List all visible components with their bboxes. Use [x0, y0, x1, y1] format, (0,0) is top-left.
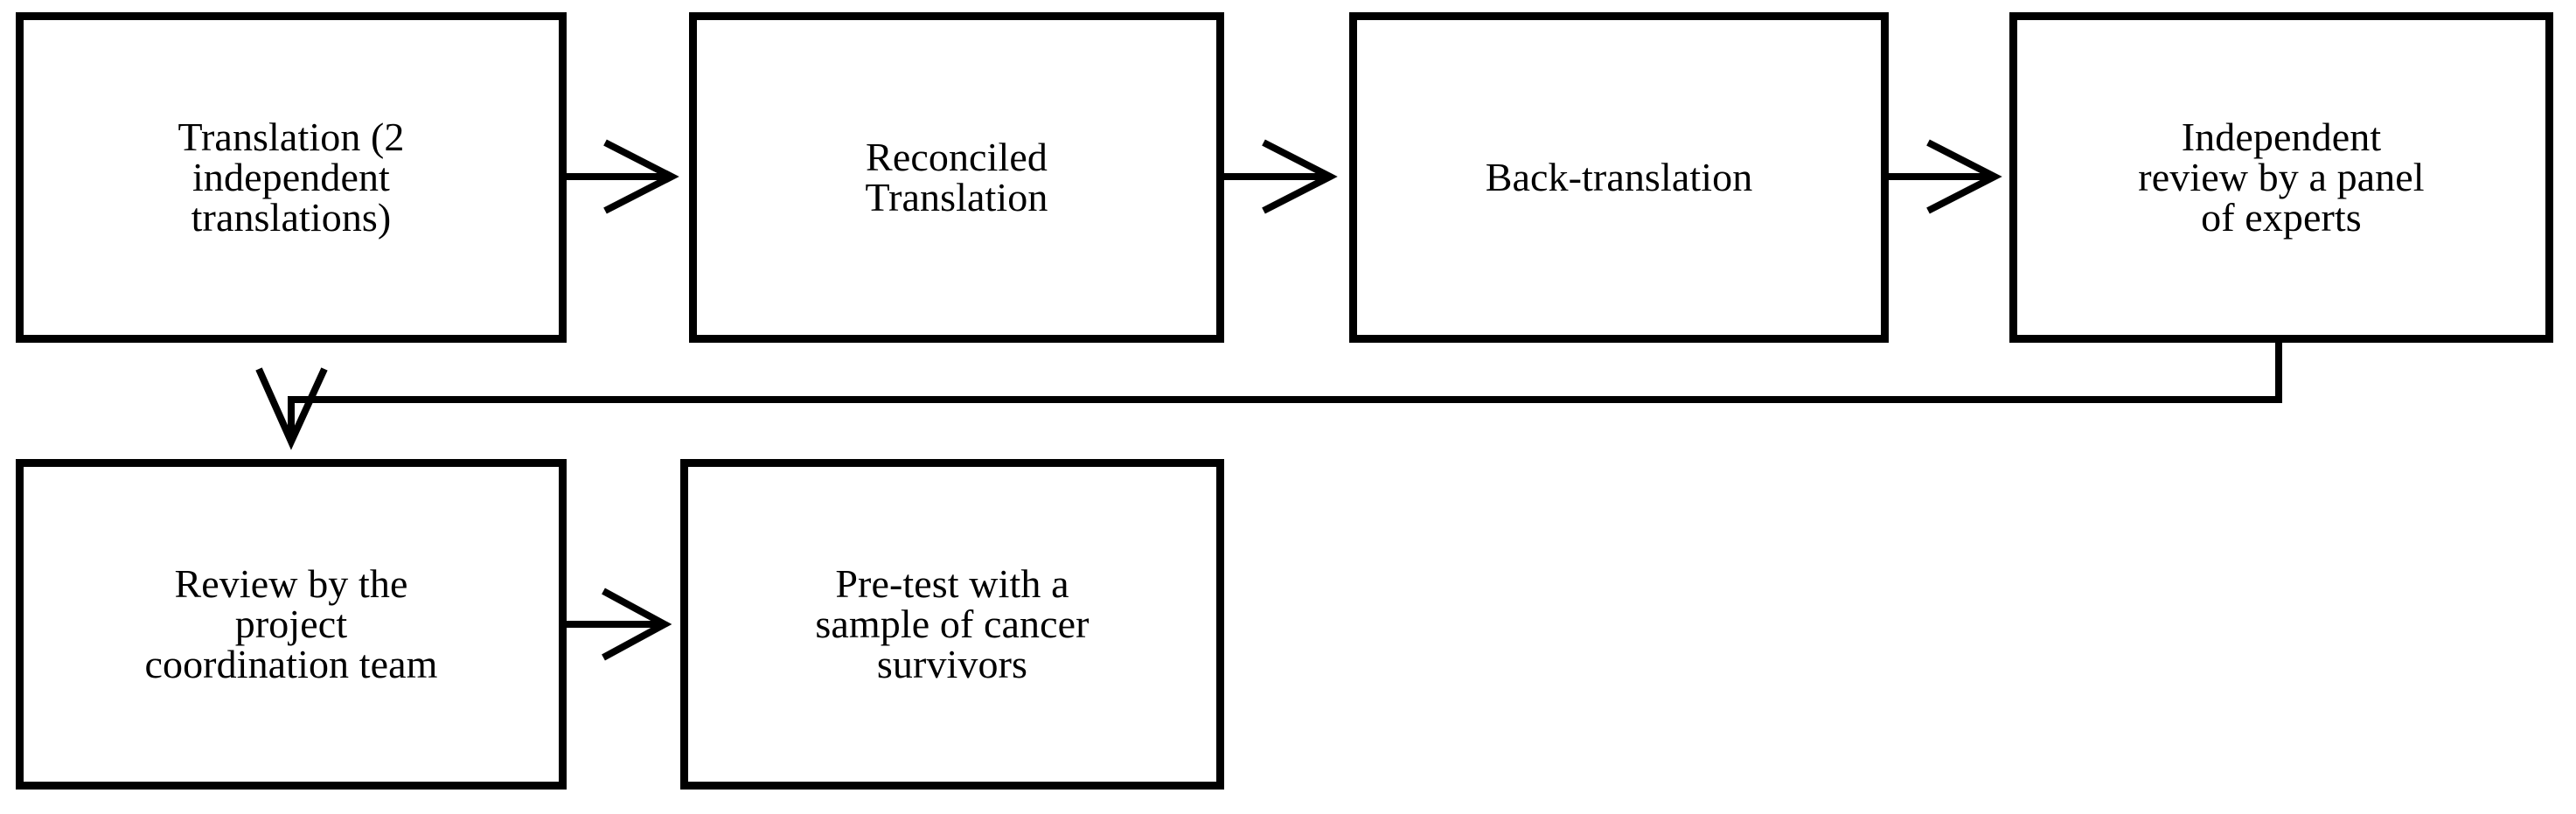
- node-independent-review-label: Independent review by a panel of experts: [2138, 115, 2425, 240]
- edge-back-translation-to-independent-review: [1889, 139, 2002, 214]
- edge-coordination-review-to-pre-test: [567, 588, 672, 661]
- node-independent-review[interactable]: Independent review by a panel of experts: [2009, 12, 2553, 343]
- node-pre-test-label: Pre-test with a sample of cancer survivo…: [815, 561, 1090, 686]
- node-project-coordination-review[interactable]: Review by the project coordination team: [16, 459, 567, 790]
- node-back-translation-label: Back-translation: [1485, 155, 1753, 199]
- edge-independent-review-to-coordination-review: [255, 343, 2282, 450]
- node-pre-test[interactable]: Pre-test with a sample of cancer survivo…: [680, 459, 1224, 790]
- edge-reconciled-to-back-translation: [1224, 139, 1338, 214]
- node-back-translation[interactable]: Back-translation: [1349, 12, 1889, 343]
- node-translation[interactable]: Translation (2 independent translations): [16, 12, 567, 343]
- node-reconciled-translation-label: Reconciled Translation: [865, 135, 1048, 219]
- edge-translation-to-reconciled: [567, 139, 679, 214]
- node-translation-label: Translation (2 independent translations): [178, 115, 405, 240]
- node-project-coordination-review-label: Review by the project coordination team: [144, 561, 438, 686]
- node-reconciled-translation[interactable]: Reconciled Translation: [689, 12, 1224, 343]
